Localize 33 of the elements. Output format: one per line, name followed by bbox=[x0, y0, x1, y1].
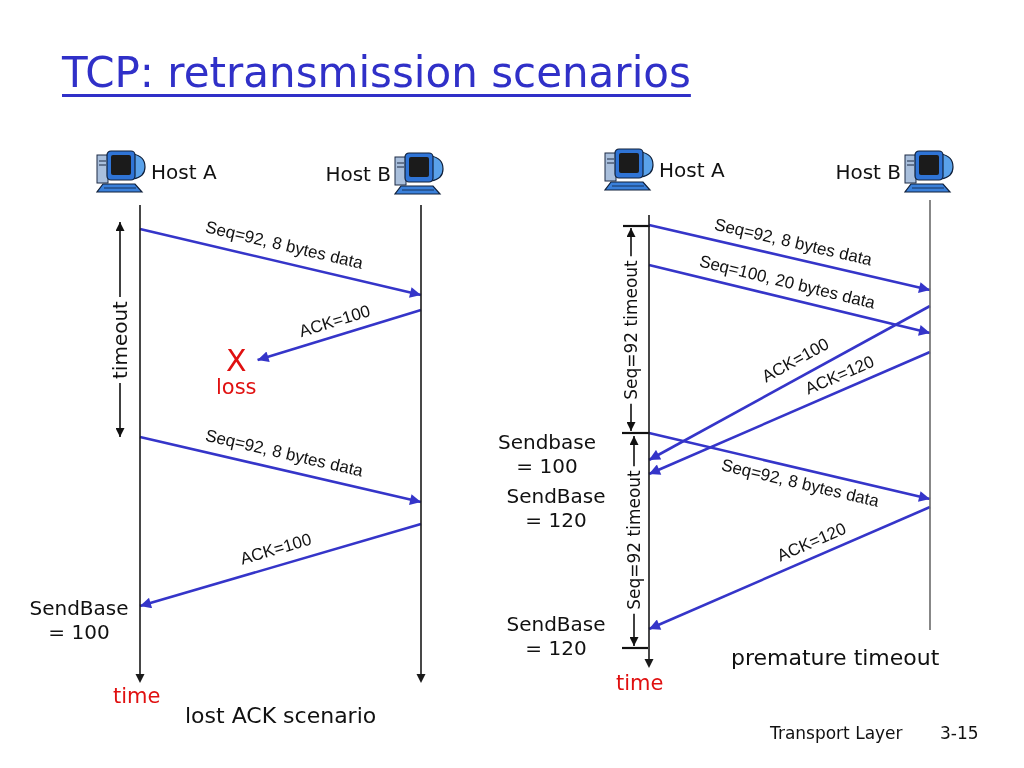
arrow bbox=[139, 522, 422, 609]
dimension-label: timeout bbox=[110, 301, 130, 379]
loss-label: loss bbox=[216, 376, 257, 400]
arrow bbox=[648, 505, 931, 631]
title: TCP: retransmission scenarios bbox=[62, 48, 691, 99]
host-label: Host A bbox=[659, 158, 725, 182]
host-label: Host A bbox=[151, 160, 217, 184]
arrow bbox=[139, 435, 422, 505]
page-number: 3-15 bbox=[940, 723, 979, 744]
axis-label: time bbox=[616, 671, 664, 697]
arrow bbox=[648, 431, 931, 502]
edge-label: Seq=92, 8 bytes data bbox=[203, 426, 365, 482]
host-label: Host B bbox=[835, 160, 901, 184]
scenario-caption: premature timeout bbox=[731, 645, 940, 672]
arrow bbox=[648, 304, 931, 462]
arrow bbox=[648, 223, 931, 293]
arrow bbox=[648, 263, 931, 336]
arrow bbox=[139, 227, 422, 298]
annotation: SendBase = 120 bbox=[505, 484, 607, 532]
host-label: Host B bbox=[325, 162, 391, 186]
dimension-label: Seq=92 timeout bbox=[622, 260, 640, 400]
cross-mark: X bbox=[226, 346, 247, 376]
axis-label: time bbox=[113, 684, 161, 710]
annotation: Sendbase = 100 bbox=[496, 430, 597, 478]
edge-label: Seq=92, 8 bytes data bbox=[719, 456, 881, 512]
annotation: SendBase = 120 bbox=[505, 612, 607, 660]
annotation: SendBase = 100 bbox=[28, 596, 130, 644]
arrow bbox=[257, 308, 422, 363]
edge-label: Seq=92, 8 bytes data bbox=[203, 218, 365, 274]
footer-text: Transport Layer bbox=[770, 723, 903, 744]
dimension-label: Seq=92 timeout bbox=[625, 470, 643, 610]
scenario-caption: lost ACK scenario bbox=[185, 703, 377, 730]
arrow bbox=[648, 350, 931, 476]
